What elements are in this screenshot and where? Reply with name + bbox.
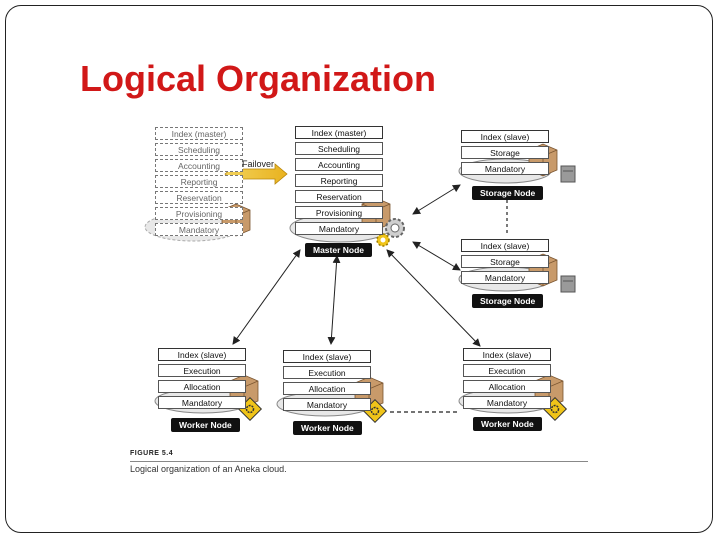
index-label: Index (slave) xyxy=(461,239,549,252)
worker-node-label: Worker Node xyxy=(171,418,240,432)
disk-icon xyxy=(561,276,575,292)
service-provisioning: Provisioning xyxy=(155,207,243,220)
service-mandatory: Mandatory xyxy=(158,396,246,409)
link-master-worker1 xyxy=(233,250,300,344)
disk-icon xyxy=(561,166,575,182)
service-execution: Execution xyxy=(463,364,551,377)
service-allocation: Allocation xyxy=(463,380,551,393)
service-allocation: Allocation xyxy=(158,380,246,393)
service-reporting: Reporting xyxy=(155,175,243,188)
worker-node-stack: Index (slave) Execution Allocation Manda… xyxy=(158,348,246,412)
service-execution: Execution xyxy=(283,366,371,379)
service-scheduling: Scheduling xyxy=(295,142,383,155)
service-allocation: Allocation xyxy=(283,382,371,395)
master-node-label: Master Node xyxy=(305,243,372,257)
service-accounting: Accounting xyxy=(155,159,243,172)
service-accounting: Accounting xyxy=(295,158,383,171)
service-mandatory: Mandatory xyxy=(461,271,549,284)
storage-node-stack: Index (slave) Storage Mandatory xyxy=(461,130,549,178)
link-master-storage1 xyxy=(413,185,460,214)
storage-node-stack: Index (slave) Storage Mandatory xyxy=(461,239,549,287)
link-master-storage2 xyxy=(413,242,460,270)
index-label: Index (slave) xyxy=(283,350,371,363)
service-reservation: Reservation xyxy=(295,190,383,203)
index-label: Index (slave) xyxy=(463,348,551,361)
service-mandatory: Mandatory xyxy=(283,398,371,411)
worker-node-label: Worker Node xyxy=(473,417,542,431)
figure-rule xyxy=(130,461,588,462)
gear-icon xyxy=(386,219,404,237)
service-mandatory: Mandatory xyxy=(155,223,243,236)
worker-node-stack: Index (slave) Execution Allocation Manda… xyxy=(463,348,551,412)
link-master-worker2 xyxy=(331,256,337,344)
service-storage: Storage xyxy=(461,146,549,159)
figure-label: FIGURE 5.4 xyxy=(130,450,173,457)
service-provisioning: Provisioning xyxy=(295,206,383,219)
failover-label: Failover xyxy=(242,159,274,169)
service-mandatory: Mandatory xyxy=(463,396,551,409)
worker-node-label: Worker Node xyxy=(293,421,362,435)
index-label: Index (slave) xyxy=(158,348,246,361)
service-mandatory: Mandatory xyxy=(295,222,383,235)
worker-node-stack: Index (slave) Execution Allocation Manda… xyxy=(283,350,371,414)
storage-node-label: Storage Node xyxy=(472,186,543,200)
service-mandatory: Mandatory xyxy=(461,162,549,175)
index-label: Index (slave) xyxy=(461,130,549,143)
aneka-diagram: Index (master) Scheduling Accounting Rep… xyxy=(125,122,595,482)
master-node-stack: Index (master) Scheduling Accounting Rep… xyxy=(295,126,383,238)
service-reservation: Reservation xyxy=(155,191,243,204)
service-scheduling: Scheduling xyxy=(155,143,243,156)
service-storage: Storage xyxy=(461,255,549,268)
storage-node-label: Storage Node xyxy=(472,294,543,308)
slide-title: Logical Organization xyxy=(80,58,436,100)
index-label: Index (master) xyxy=(295,126,383,139)
figure-caption: Logical organization of an Aneka cloud. xyxy=(130,464,287,474)
standby-master-stack: Index (master) Scheduling Accounting Rep… xyxy=(155,127,243,239)
index-label: Index (master) xyxy=(155,127,243,140)
service-execution: Execution xyxy=(158,364,246,377)
service-reporting: Reporting xyxy=(295,174,383,187)
